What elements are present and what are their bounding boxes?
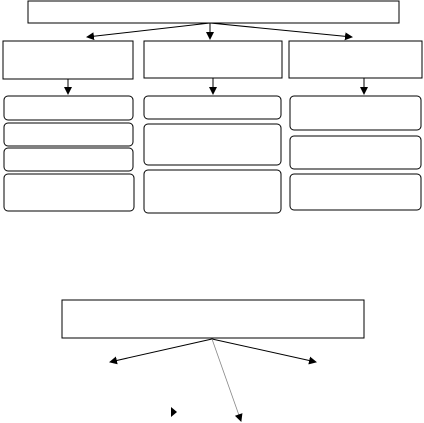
column-1-item-box xyxy=(3,173,135,212)
top-box xyxy=(27,0,400,24)
arrow-to-column-1 xyxy=(86,22,211,41)
column-2-header-box xyxy=(143,40,283,79)
arrow-to-column-3 xyxy=(209,22,353,41)
triangle-marker-icon xyxy=(171,407,177,417)
column-3-item-box xyxy=(289,173,422,211)
column-2 xyxy=(143,40,283,214)
column-2-item-box xyxy=(143,95,282,120)
column-1-item-box xyxy=(3,122,134,147)
column-1-item-box xyxy=(3,147,134,172)
column-3 xyxy=(288,40,423,211)
column-3-header-box xyxy=(288,40,423,79)
column-2-item-box xyxy=(143,169,282,214)
column-3-item-box xyxy=(289,95,422,131)
top-arrows xyxy=(86,22,353,41)
column-3-item-box xyxy=(289,135,422,170)
bottom-arrows xyxy=(109,338,317,422)
column-1-item-box xyxy=(3,95,134,121)
arrow-bottom-right xyxy=(211,338,317,365)
column-1-header-box xyxy=(2,40,134,80)
column-1 xyxy=(2,40,135,212)
arrow-bottom-down xyxy=(211,338,243,422)
column-2-item-box xyxy=(143,123,282,166)
arrow-bottom-left xyxy=(109,338,213,365)
bottom-box xyxy=(61,299,365,339)
